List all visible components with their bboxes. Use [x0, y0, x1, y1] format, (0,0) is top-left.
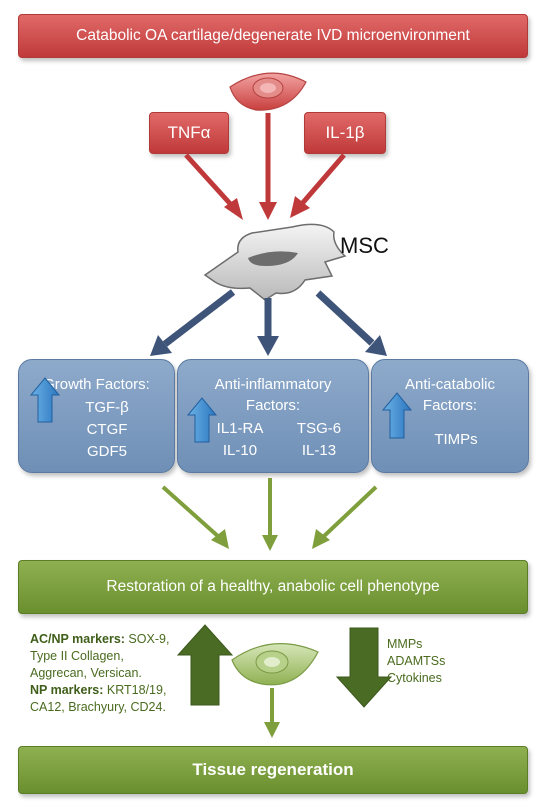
up-arrow-icon	[29, 377, 61, 423]
green-arrow-right-head	[312, 529, 330, 549]
msc-label: MSC	[340, 233, 389, 258]
acnp-marker-sox9: SOX-9,	[124, 632, 170, 646]
growth-factors-box: Growth Factors: TGF-β CTGF GDF5	[18, 359, 175, 473]
green-arrow-left	[161, 485, 222, 540]
downregulation-arrow-icon	[335, 627, 393, 708]
down-marker-item: ADAMTSs	[387, 654, 446, 668]
blue-arrow-left	[162, 289, 236, 347]
anti-inflammatory-item: IL-13	[301, 442, 337, 459]
upregulation-arrow-icon	[176, 624, 234, 706]
growth-factor-item: TGF-β	[85, 399, 129, 416]
anti-catabolic-title-line1: Anti-catabolic	[404, 376, 496, 393]
restoration-label: Restoration of a healthy, anabolic cell …	[106, 578, 440, 595]
green-arrow-left-head	[211, 529, 229, 549]
up-markers-text: AC/NP markers: SOX-9, Type II Collagen, …	[30, 631, 205, 716]
acnp-markers-line3: Aggrecan, Versican.	[30, 666, 142, 680]
inflamed-cell-icon	[229, 72, 307, 111]
acnp-markers-line2: Type II Collagen,	[30, 649, 124, 663]
green-arrow-right	[320, 485, 378, 540]
up-arrow-icon	[186, 397, 218, 443]
anti-inflammatory-title-line2: Factors:	[245, 397, 301, 414]
msc-cell-icon	[203, 223, 347, 301]
acnp-markers-line1: AC/NP markers: SOX-9,	[30, 631, 205, 648]
red-arrow-center-head	[259, 202, 277, 220]
top-banner: Catabolic OA cartilage/degenerate IVD mi…	[18, 14, 528, 58]
blue-arrow-right	[315, 290, 375, 346]
restoration-box: Restoration of a healthy, anabolic cell …	[18, 560, 528, 614]
blue-arrow-right-head	[365, 335, 387, 356]
blue-arrow-center-head	[257, 336, 279, 356]
red-arrow-right	[298, 153, 346, 208]
red-arrows	[184, 113, 346, 220]
growth-factor-item: CTGF	[86, 421, 128, 438]
down-marker-item: Cytokines	[387, 671, 442, 685]
green-arrows	[161, 478, 378, 551]
down-marker-item: MMPs	[387, 637, 423, 651]
tissue-arrow	[264, 688, 280, 738]
anti-inflammatory-item: IL-10	[222, 442, 258, 459]
growth-factors-title: Growth Factors:	[43, 376, 150, 393]
up-arrow-icon	[381, 392, 413, 439]
anti-inflammatory-title-line1: Anti-inflammatory	[214, 376, 332, 393]
acnp-markers-label: AC/NP markers:	[30, 632, 125, 646]
tissue-regeneration-box: Tissue regeneration	[18, 746, 528, 794]
cytokine-box-left: TNFα	[149, 112, 229, 154]
blue-arrow-left-head	[150, 335, 172, 356]
red-arrow-left	[184, 153, 236, 210]
blue-arrows	[150, 289, 387, 356]
anti-catabolic-title-line2: Factors:	[422, 397, 478, 414]
anti-inflammatory-item: IL1-RA	[216, 420, 264, 437]
green-arrow-center-head	[262, 535, 278, 551]
np-marker-krt: KRT18/19,	[103, 683, 167, 697]
cytokine-label-right: IL-1β	[325, 123, 365, 142]
down-markers-text: MMPs ADAMTSs Cytokines	[387, 636, 497, 687]
anti-inflammatory-item: TSG-6	[296, 420, 342, 437]
np-markers-line1: NP markers: KRT18/19,	[30, 682, 205, 699]
anti-catabolic-item: TIMPs	[434, 431, 478, 448]
cytokine-box-right: IL-1β	[304, 112, 386, 154]
growth-factor-item: GDF5	[86, 443, 127, 460]
red-arrow-left-head	[224, 198, 243, 220]
red-arrow-right-head	[290, 196, 310, 218]
top-banner-label: Catabolic OA cartilage/degenerate IVD mi…	[76, 27, 470, 44]
tissue-regeneration-label: Tissue regeneration	[192, 760, 354, 779]
np-markers-label: NP markers:	[30, 683, 104, 697]
cytokine-label-left: TNFα	[167, 123, 211, 142]
healthy-cell-icon	[231, 643, 319, 686]
np-markers-line2: CA12, Brachyury, CD24.	[30, 700, 166, 714]
